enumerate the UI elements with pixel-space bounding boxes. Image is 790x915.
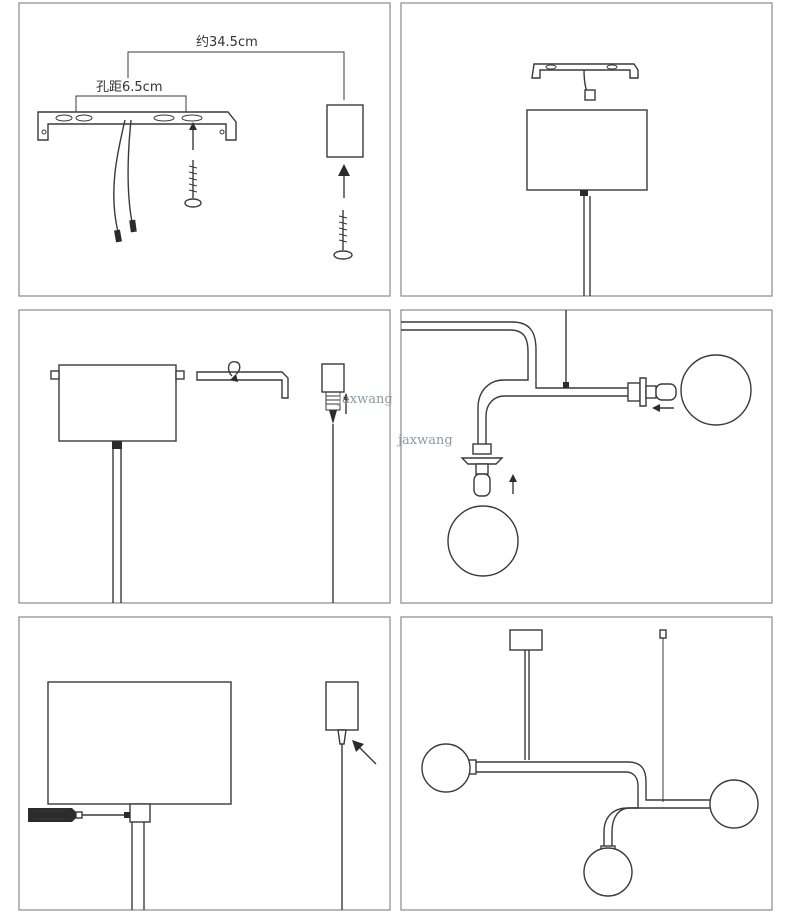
watermark: jaxwang <box>396 433 453 448</box>
arm-pipe-upper <box>401 321 628 389</box>
arm-main-upper <box>476 761 712 801</box>
canopy-box <box>526 109 648 191</box>
watermark: jaxwang <box>336 392 393 407</box>
panel-hook-and-cable: jaxwang <box>18 309 393 604</box>
panel-bracket-mounting: 约34.5cm 孔距6.5cm <box>18 2 391 297</box>
arm-pipe-outer <box>401 329 529 444</box>
socket-bottom <box>460 443 504 497</box>
small-bracket <box>531 63 639 79</box>
canopy-stem <box>112 441 122 449</box>
screwdriver-icon <box>28 808 130 822</box>
canopy-box-xl <box>47 681 232 805</box>
power-wires <box>113 119 137 243</box>
screw-right <box>333 164 353 260</box>
globe-bottom <box>583 847 633 897</box>
arrow-diagonal <box>357 745 377 765</box>
canopy-box-large <box>58 364 177 442</box>
cable-cup <box>321 363 345 393</box>
canopy-stem <box>580 190 588 196</box>
panel-canopy-attach <box>400 2 773 297</box>
globe-right <box>709 779 759 829</box>
screw-left <box>184 122 202 208</box>
total-length-label: 约34.5cm <box>196 35 258 50</box>
globe-bottom <box>447 505 519 577</box>
panel-3-frame <box>18 309 391 604</box>
hole-spacing-label: 孔距6.5cm <box>96 80 163 95</box>
hole-spacing-dimension: 孔距6.5cm <box>75 80 187 116</box>
panel-screw-fixing <box>18 616 391 911</box>
wire-connector <box>584 89 596 101</box>
globe-left <box>421 743 471 793</box>
panel-bulb-and-globe: jaxwang <box>396 309 773 604</box>
cable-cup <box>325 681 359 731</box>
canopy-collar <box>129 803 151 823</box>
hook-bar <box>196 361 289 399</box>
socket-right <box>627 377 677 407</box>
total-length-dimension: 约34.5cm <box>127 35 345 100</box>
cable-grip <box>325 391 341 424</box>
canopy-small <box>509 629 543 651</box>
canopy-screw-right <box>175 370 185 380</box>
canopy-screw-left <box>50 370 60 380</box>
cable-grip <box>337 729 347 745</box>
cable-anchor <box>659 629 667 639</box>
mounting-bracket <box>37 111 237 141</box>
canopy-cup <box>326 104 364 158</box>
globe-right <box>680 354 752 426</box>
panel-finished-fixture <box>400 616 773 911</box>
